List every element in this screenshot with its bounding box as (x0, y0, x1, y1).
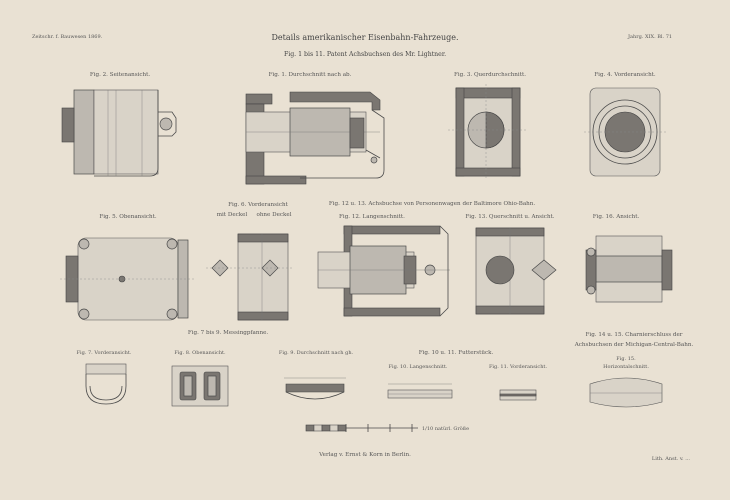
figure-3-cross-section (448, 84, 528, 180)
footer-publisher: Verlag v. Ernst & Korn in Berlin. (318, 452, 411, 458)
header-left-ref: Zeitschr. f. Bauwesen 1869. (32, 34, 103, 40)
figure-16-view (585, 235, 673, 303)
caption-fig15-sub: Horizontalschnitt. (603, 364, 649, 370)
figure-6-front-views (206, 233, 292, 321)
figure-10-lining-section (387, 383, 453, 399)
caption-fig7-9-group: Fig. 7 bis 9. Messingpfanne. (188, 330, 269, 336)
plate-title: Details amerikanischer Eisenbahn-Fahrzeu… (271, 33, 458, 42)
header-right-ref: Jahrg. XIX. Bl. 71 (627, 34, 672, 40)
figure-7-bearing-front (85, 363, 127, 405)
figure-1-section (245, 91, 385, 185)
caption-fig12: Fig. 12. Langenschnitt. (339, 214, 405, 220)
caption-fig10: Fig. 10. Langenschnitt. (389, 364, 448, 370)
caption-fig16: Fig. 16. Ansicht. (593, 214, 640, 220)
caption-fig6: Fig. 6. Vorderansicht (228, 202, 288, 208)
figure-8-bearing-top (171, 365, 229, 407)
scale-bar (305, 424, 418, 432)
figure-15-horizontal-section (589, 377, 663, 408)
figure-9-bearing-section (284, 377, 346, 400)
figure-11-lining-front (499, 389, 537, 401)
caption-fig13: Fig. 13. Querschnitt u. Ansicht. (465, 214, 554, 220)
caption-fig1: Fig. 1. Durchschnitt nach ab. (269, 72, 352, 78)
plate-subtitle: Fig. 1 bis 11. Patent Achsbuchsen des Mr… (284, 51, 446, 58)
caption-fig15: Fig. 15. (616, 356, 636, 362)
footer-engraver: Lith. Anst. v. ... (652, 456, 691, 462)
caption-fig6-right: ohne Deckel (256, 212, 291, 218)
caption-fig14-15-line2: Achsbuchsen der Michigan-Central-Bahn. (574, 342, 694, 348)
caption-fig8: Fig. 8. Obenansicht. (174, 350, 226, 356)
caption-fig9: Fig. 9. Durchschnitt nach gh. (279, 350, 354, 356)
caption-fig12-13-group: Fig. 12 u. 13. Achsbuchse von Personenwa… (329, 201, 536, 207)
figure-13-cross-section (475, 227, 557, 315)
caption-fig4: Fig. 4. Vorderansicht. (594, 72, 656, 78)
caption-fig3: Fig. 3. Querdurchschnitt. (454, 72, 526, 78)
caption-fig11: Fig. 11. Vorderansicht. (489, 364, 547, 370)
caption-fig7: Fig. 7. Vorderansicht. (77, 350, 132, 356)
caption-fig6-left: mit Deckel (217, 212, 248, 218)
caption-fig14-15-line1: Fig. 14 u. 15. Charnierschluss der (586, 332, 683, 338)
caption-fig10-11-group: Fig. 10 u. 11. Futterstück. (419, 350, 494, 356)
scale-label: 1/10 natürl. Größe (422, 426, 469, 432)
figure-12-section (317, 225, 450, 317)
caption-fig5: Fig. 5. Obenansicht. (99, 214, 157, 220)
figure-4-front-view (584, 87, 666, 177)
figure-5-top-view (60, 237, 196, 321)
caption-fig2: Fig. 2. Seitenansicht. (90, 72, 151, 78)
figure-2-side-view (61, 89, 177, 177)
